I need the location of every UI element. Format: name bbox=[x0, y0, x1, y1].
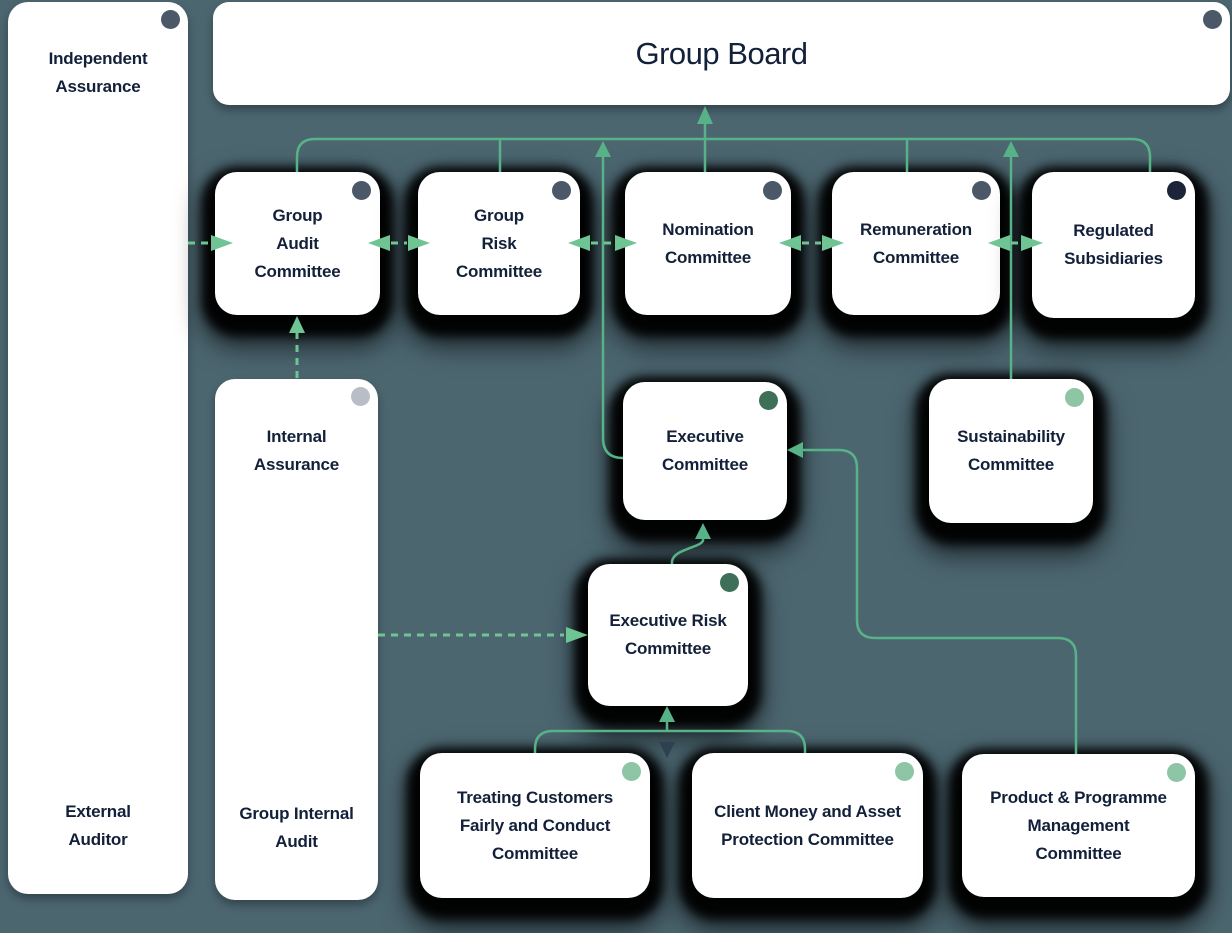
arrowhead-to-group-board bbox=[697, 106, 713, 124]
panel-independent-assurance: Independent Assurance External Auditor bbox=[8, 2, 188, 894]
node-label: Product & Programme Management Committee bbox=[990, 787, 1167, 863]
node-executive-committee: Executive Committee bbox=[623, 382, 787, 520]
status-dot-slate bbox=[161, 10, 180, 29]
node-label: Executive Committee bbox=[661, 427, 749, 474]
arrowhead-into-executive-right bbox=[787, 442, 803, 458]
node-executive-risk-committee: Executive Risk Committee bbox=[588, 564, 748, 706]
node-label: Treating Customers Fairly and Conduct Co… bbox=[456, 787, 614, 863]
edge-execrisk-to-executive bbox=[670, 538, 705, 565]
panel-title-independent-assurance: Independent Assurance bbox=[48, 49, 148, 96]
status-dot-green-light bbox=[622, 762, 641, 781]
node-product-programme-committee: Product & Programme Management Committee bbox=[962, 754, 1195, 897]
status-dot-navy bbox=[1167, 181, 1186, 200]
node-group-risk-committee: Group Risk Committee bbox=[418, 172, 580, 315]
dashed-arrowhead-right-into-execrisk bbox=[566, 627, 588, 643]
node-sustainability-committee: Sustainability Committee bbox=[929, 379, 1093, 523]
status-dot-green-light bbox=[895, 762, 914, 781]
node-treating-customers-committee: Treating Customers Fairly and Conduct Co… bbox=[420, 753, 650, 898]
node-regulated-subsidiaries: Regulated Subsidiaries bbox=[1032, 172, 1195, 318]
status-dot-green-light bbox=[1167, 763, 1186, 782]
arrowhead-executive-trunk bbox=[595, 141, 611, 157]
node-client-money-committee: Client Money and Asset Protection Commit… bbox=[692, 753, 923, 898]
node-group-audit-committee: Group Audit Committee bbox=[215, 172, 380, 315]
status-dot-slate bbox=[763, 181, 782, 200]
status-dot-slate bbox=[552, 181, 571, 200]
panel-internal-assurance: Internal Assurance Group Internal Audit bbox=[215, 379, 378, 900]
status-dot-green-light bbox=[1065, 388, 1084, 407]
node-label: Group Audit Committee bbox=[254, 205, 341, 281]
node-label: Remuneration Committee bbox=[860, 219, 972, 267]
node-label: Group Risk Committee bbox=[455, 205, 543, 281]
arrowhead-sustainability-trunk bbox=[1003, 141, 1019, 157]
status-dot-green-dark bbox=[720, 573, 739, 592]
node-nomination-committee: Nomination Committee bbox=[625, 172, 791, 315]
group-board-title: Group Board bbox=[635, 35, 809, 71]
arrowhead-into-execrisk-bottom bbox=[659, 706, 675, 722]
panel-label-group-internal-audit: Group Internal Audit bbox=[239, 804, 354, 851]
arrowhead-into-executive-bottom bbox=[695, 523, 711, 539]
status-dot-slate bbox=[972, 181, 991, 200]
arrowhead-down-dark bbox=[659, 742, 675, 758]
node-label: Regulated Subsidiaries bbox=[1064, 221, 1163, 268]
node-label: Executive Risk Committee bbox=[609, 611, 727, 658]
status-dot-gray bbox=[351, 387, 370, 406]
edge-bottom-bus bbox=[533, 729, 807, 753]
node-label: Client Money and Asset Protection Commit… bbox=[714, 801, 901, 849]
panel-title-internal-assurance: Internal Assurance bbox=[253, 427, 340, 474]
status-dot-green-dark bbox=[759, 391, 778, 410]
panel-label-external-auditor: External Auditor bbox=[65, 802, 131, 849]
status-dot-slate bbox=[1203, 10, 1222, 29]
edge-board-trunk bbox=[295, 137, 1152, 172]
node-label: Nomination Committee bbox=[662, 219, 754, 267]
dashed-arrowhead-up-into-audit bbox=[289, 316, 305, 333]
status-dot-slate bbox=[352, 181, 371, 200]
node-label: Sustainability Committee bbox=[957, 427, 1065, 474]
node-remuneration-committee: Remuneration Committee bbox=[832, 172, 1000, 315]
edge-executive-up bbox=[601, 156, 624, 460]
panel-group-board: Group Board bbox=[213, 2, 1230, 105]
